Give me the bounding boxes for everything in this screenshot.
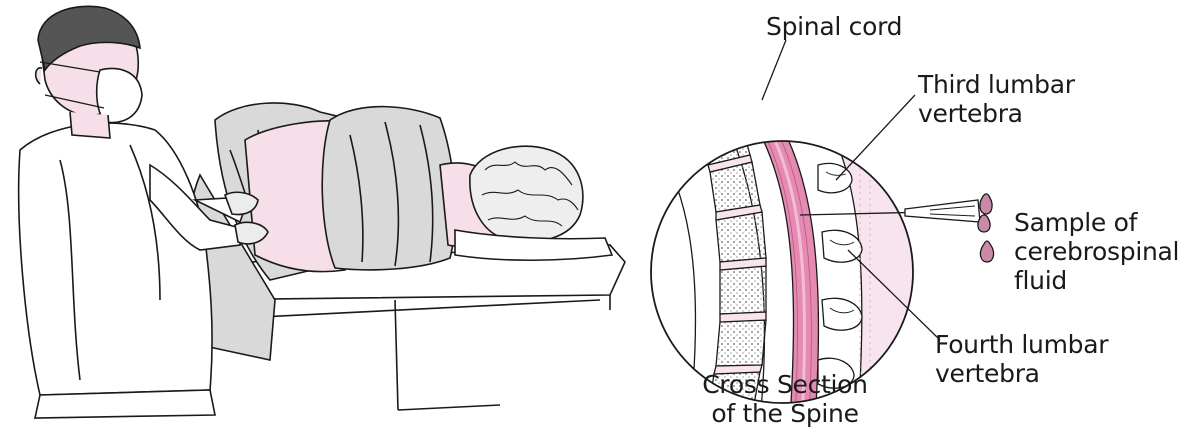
needle-icon <box>799 193 995 263</box>
patient-icon <box>244 105 614 273</box>
fluid-drop-icon <box>979 193 993 215</box>
spinal-cord-band <box>738 141 820 403</box>
label-fourth-lumbar-vertebra: Fourth lumbar vertebra <box>935 330 1109 388</box>
fluid-drop-icon-2 <box>977 214 991 233</box>
label-third-lumbar-vertebra: Third lumbar vertebra <box>918 70 1075 128</box>
clinician-icon <box>17 5 269 419</box>
fluid-drop-icon-3 <box>979 240 995 263</box>
label-spinal-cord: Spinal cord <box>766 12 903 41</box>
leader-lines <box>761 39 941 341</box>
label-cross-section: Cross Section of the Spine <box>702 370 868 428</box>
label-sample-of-csf: Sample of cerebrospinal fluid <box>1014 208 1180 295</box>
